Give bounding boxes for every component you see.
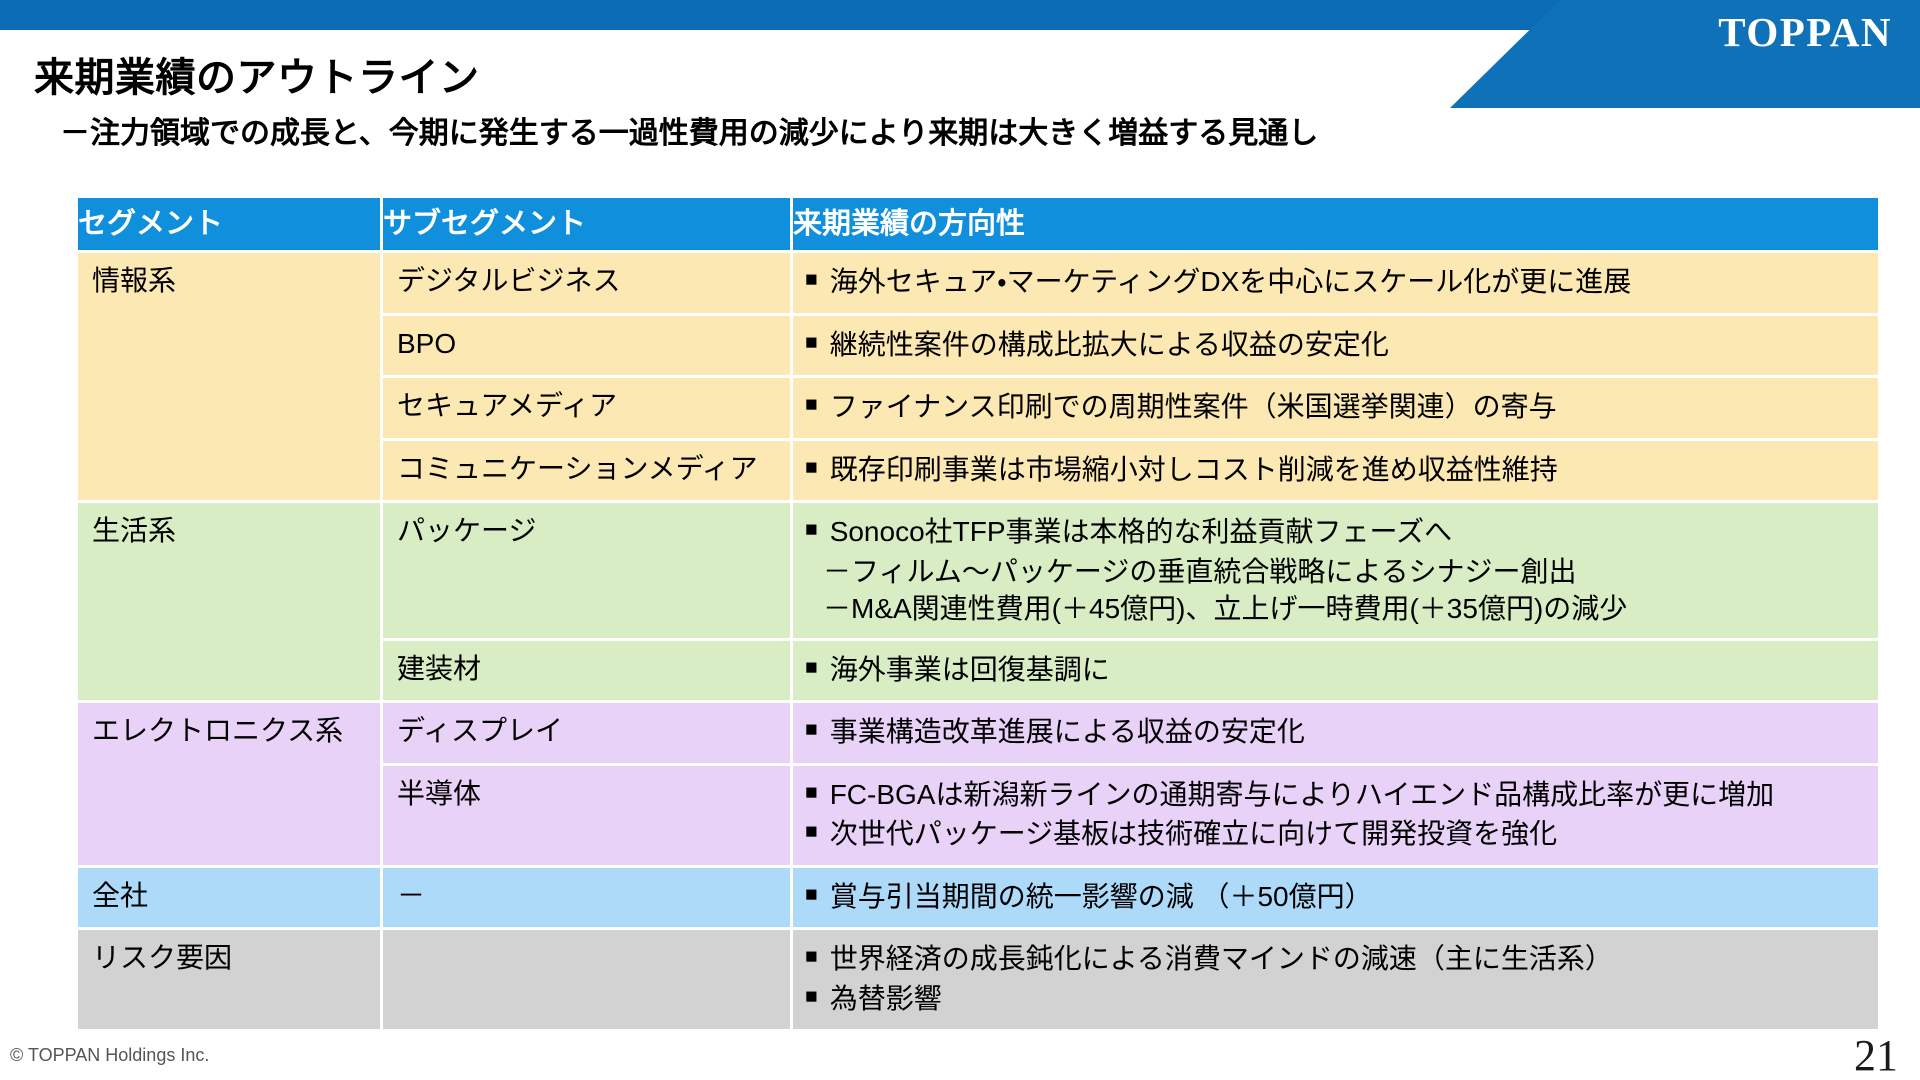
bullet-item: ■ 事業構造改革進展による収益の安定化 [805,713,1870,751]
square-bullet-icon: ■ [805,330,818,354]
square-bullet-icon: ■ [805,268,818,291]
bullet-text: 次世代パッケージ基板は技術確立に向けて開発投資を強化 [829,818,1558,850]
toppan-logo: TOPPAN [1718,9,1892,55]
table-row: コミュニケーションメディア ■ 既存印刷事業は市場縮小対しコスト削減を進め収益性維持 [78,440,1878,504]
page-title: 来期業績のアウトライン [34,56,480,100]
table-row: リスク要因 ■ 世界経済の成長鈍化による消費マインドの減速（主に生活系） ■ 為替影響 [78,930,1878,1033]
subsegment-cell: 半導体 [383,765,793,868]
subsegment-cell: パッケージ [383,503,793,641]
direction-cell: ■ 海外セキュア・マーケティングDXを中心にスケール化が更に進展 [793,253,1878,316]
table-row: セキュアメディア ■ ファイナンス印刷での周期性案件（米国選挙関連）の寄与 [78,378,1878,441]
direction-cell: ■ 世界経済の成長鈍化による消費マインドの減速（主に生活系） ■ 為替影響 [793,930,1878,1033]
table-row: 全社－ ■ 賞与引当期間の統一影響の減 （＋50億円） [78,867,1878,931]
table-row: エレクトロニクス系ディスプレイ ■ 事業構造改革進展による収益の安定化 [78,703,1878,868]
segment-cell: リスク要因 [78,930,383,1033]
direction-cell: ■ FC-BGAは新潟新ラインの通期寄与によりハイエンド品構成比率が更に増加 ■ 次世… [793,765,1878,868]
subsegment-cell: ディスプレイ [383,703,793,766]
subsegment-cell: BPO [383,315,793,379]
bullet-item: ■ FC-BGAは新潟新ラインの通期寄与によりハイエンド品構成比率が更に増加 [805,776,1870,814]
copyright-notice: © TOPPAN Holdings Inc. [10,1045,210,1065]
bullet-item: ■ 次世代パッケージ基板は技術確立に向けて開発投資を強化 [805,815,1870,853]
square-bullet-icon: ■ [805,780,818,804]
segment-cell: 情報系 [78,253,383,504]
bullet-text: 世界経済の成長鈍化による消費マインドの減速（主に生活系） [829,943,1613,975]
bullet-item: ■ 継続性案件の構成比拡大による収益の安定化 [805,326,1870,364]
bullet-text: 海外セキュア・マーケティングDXを中心にスケール化が更に進展 [829,266,1632,297]
table-header-row: セグメント サブセグメント 来期業績の方向性 [78,198,1878,253]
direction-cell: ■ 賞与引当期間の統一影響の減 （＋50億円） [793,867,1878,931]
outlook-table: セグメント サブセグメント 来期業績の方向性 情報系デジタルビジネス ■ 海外セキュ… [78,198,1878,1033]
bullet-text: Sonoco社TFP事業は本格的な利益貢献フェーズへ [829,516,1453,548]
direction-cell: ■ 既存印刷事業は市場縮小対しコスト削減を進め収益性維持 [793,440,1878,504]
sub-bullet-text: －フィルム～パッケージの垂直統合戦略によるシナジー創出 [823,555,1577,587]
bullet-item: ■ 海外セキュア・マーケティングDXを中心にスケール化が更に進展 [805,263,1870,301]
subsegment-cell [383,930,793,1033]
square-bullet-icon: ■ [805,455,818,479]
table-row: BPO ■ 継続性案件の構成比拡大による収益の安定化 [78,315,1878,379]
direction-cell: ■ 継続性案件の構成比拡大による収益の安定化 [793,315,1878,379]
subsegment-cell: 建装材 [383,640,793,704]
page-subtitle: －注力領域での成長と、今期に発生する一過性費用の減少により来期は大きく増益する見… [60,117,1319,150]
square-bullet-icon: ■ [805,945,818,969]
square-bullet-icon: ■ [805,393,818,417]
segment-cell: 生活系 [78,503,383,704]
bullet-text: 既存印刷事業は市場縮小対しコスト削減を進め収益性維持 [829,453,1558,485]
bullet-text: 継続性案件の構成比拡大による収益の安定化 [829,328,1389,360]
bullet-text: ファイナンス印刷での周期性案件（米国選挙関連）の寄与 [829,391,1557,423]
table-row: 半導体 ■ FC-BGAは新潟新ラインの通期寄与によりハイエンド品構成比率が更に増加… [78,765,1878,868]
bullet-text: FC-BGAは新潟新ラインの通期寄与によりハイエンド品構成比率が更に増加 [829,778,1775,810]
square-bullet-icon: ■ [805,518,818,542]
square-bullet-icon: ■ [805,882,818,906]
page-number: 21 [1854,1031,1898,1080]
square-bullet-icon: ■ [805,984,818,1008]
bullet-item: ■ Sonoco社TFP事業は本格的な利益貢献フェーズへ [805,513,1870,551]
bullet-item: ■ ファイナンス印刷での周期性案件（米国選挙関連）の寄与 [805,388,1870,426]
square-bullet-icon: ■ [805,820,818,844]
direction-cell: ■ 事業構造改革進展による収益の安定化 [793,703,1878,766]
table-row: 生活系パッケージ ■ Sonoco社TFP事業は本格的な利益貢献フェーズへ －フィルム… [78,503,1878,704]
square-bullet-icon: ■ [805,655,818,679]
bullet-text: 為替影響 [829,982,942,1014]
subsegment-cell: デジタルビジネス [383,253,793,316]
direction-cell: ■ ファイナンス印刷での周期性案件（米国選挙関連）の寄与 [793,378,1878,441]
bullet-item: ■ 賞与引当期間の統一影響の減 （＋50億円） [805,878,1870,916]
subsegment-cell: コミュニケーションメディア [383,440,793,504]
table-header: セグメント サブセグメント 来期業績の方向性 [78,198,1878,253]
direction-cell: ■ Sonoco社TFP事業は本格的な利益貢献フェーズへ －フィルム～パッケージの垂… [793,503,1878,641]
column-header-segment: セグメント [78,198,383,253]
subsegment-cell: セキュアメディア [383,378,793,441]
bullet-item: ■ 既存印刷事業は市場縮小対しコスト削減を進め収益性維持 [805,451,1870,489]
sub-bullet-text: －M&A関連性費用(＋45億円)、立上げ一時費用(＋35億円)の減少 [823,593,1628,625]
column-header-subsegment: サブセグメント [383,198,793,253]
segment-cell: 全社 [78,867,383,931]
bullet-item: ■ 世界経済の成長鈍化による消費マインドの減速（主に生活系） [805,940,1870,978]
table-body: 情報系デジタルビジネス ■ 海外セキュア・マーケティングDXを中心にスケール化が更に… [78,253,1878,1033]
bullet-item: ■ 為替影響 [805,980,1870,1018]
square-bullet-icon: ■ [805,718,818,742]
bullet-text: 事業構造改革進展による収益の安定化 [829,716,1305,748]
bullet-text: 海外事業は回復基調に [829,653,1110,685]
column-header-direction: 来期業績の方向性 [793,198,1878,253]
bullet-text: 賞与引当期間の統一影響の減 （＋50億円） [829,880,1373,912]
table-row: 情報系デジタルビジネス ■ 海外セキュア・マーケティングDXを中心にスケール化が更に… [78,253,1878,504]
bullet-item: ■ 海外事業は回復基調に [805,651,1870,689]
table-row: 建装材 ■ 海外事業は回復基調に [78,640,1878,704]
subsegment-cell: － [383,867,793,931]
segment-cell: エレクトロニクス系 [78,703,383,868]
direction-cell: ■ 海外事業は回復基調に [793,640,1878,704]
